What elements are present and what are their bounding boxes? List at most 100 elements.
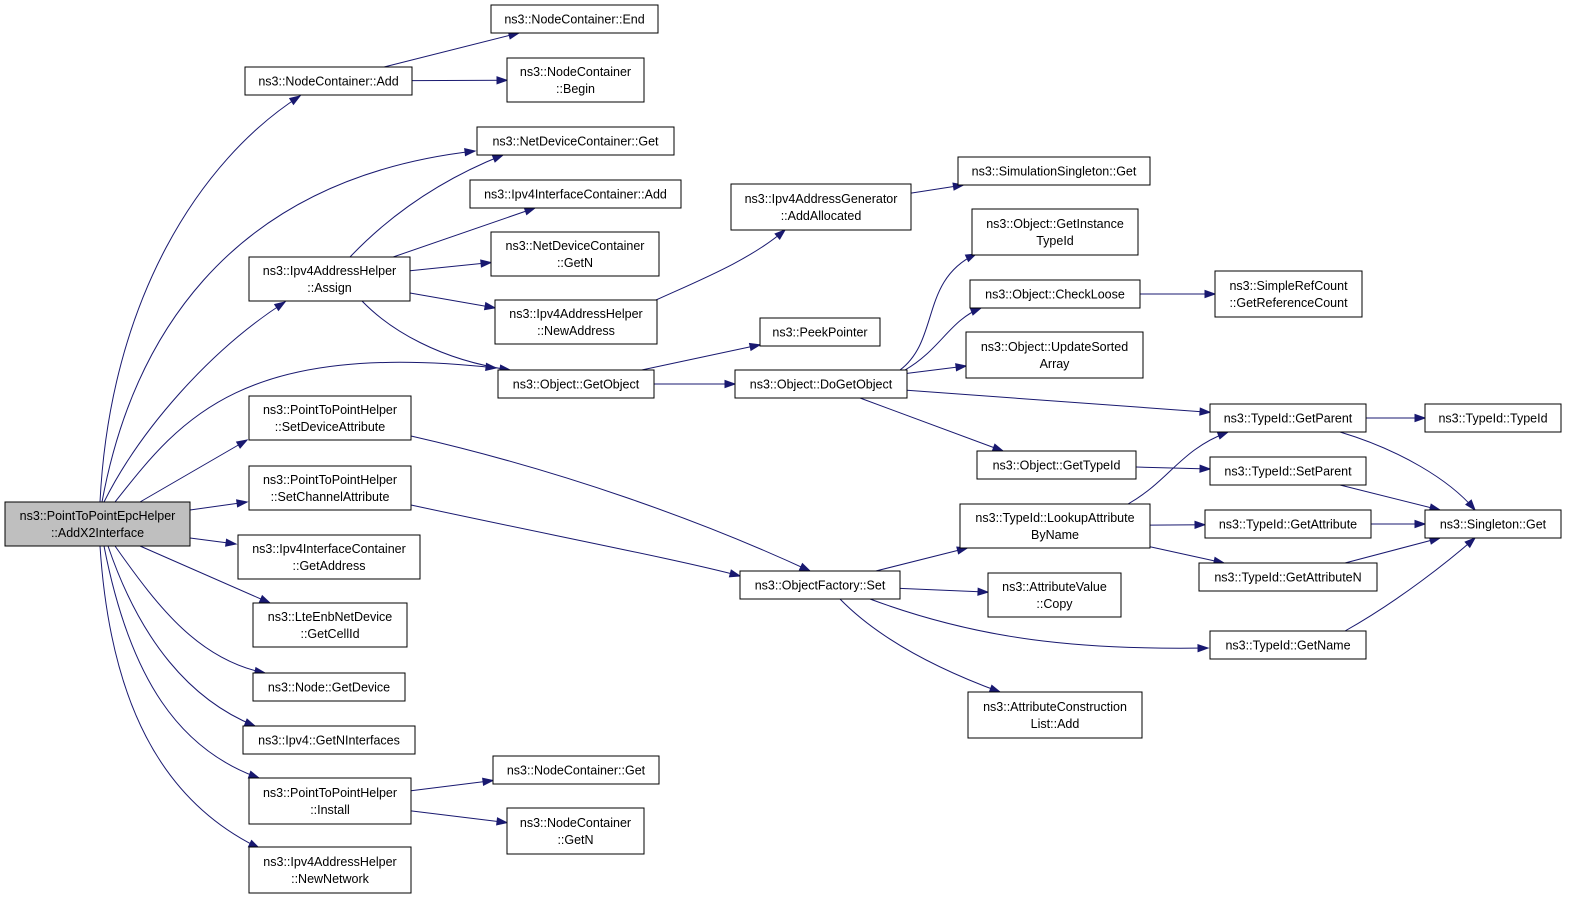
edge-obj_dogetobj-to-obj_check-arrowhead (969, 307, 983, 316)
node-box (490, 231, 660, 277)
node-root[interactable]: ns3::PointToPointEpcHelper::AddX2Interfa… (4, 501, 191, 547)
node-label-line: ns3::Object::DoGetObject (750, 378, 893, 392)
edge-obj_dogetobj-to-obj_update (906, 363, 968, 374)
node-iag_alloc[interactable]: ns3::Ipv4AddressGenerator::AddAllocated (730, 183, 912, 231)
node-p2p_install[interactable]: ns3::PointToPointHelper::Install (248, 777, 412, 825)
node-box (969, 279, 1141, 309)
node-nc_get[interactable]: ns3::NodeContainer::Get (492, 755, 660, 785)
edge-line (906, 389, 1211, 413)
node-nc_end[interactable]: ns3::NodeContainer::End (490, 4, 659, 34)
edge-tid_getparent-to-singleton_get (1339, 431, 1476, 512)
node-p2p_setchan[interactable]: ns3::PointToPointHelper::SetChannelAttri… (248, 465, 412, 511)
node-src_getref[interactable]: ns3::SimpleRefCount::GetReferenceCount (1214, 270, 1363, 318)
edge-p2p_install-to-nc_get (410, 777, 495, 792)
node-label-line: ::AddX2Interface (51, 526, 144, 540)
node-tid_setparent[interactable]: ns3::TypeId::SetParent (1209, 456, 1367, 486)
node-label-line: ns3::Object::GetTypeId (993, 459, 1121, 473)
edge-of_set-to-av_copy-arrowhead (977, 587, 990, 596)
edge-tid_lookup-to-tid_getparent-arrowhead (1216, 431, 1230, 440)
edge-nc_add-to-nc_end (383, 31, 521, 68)
node-box (1214, 270, 1363, 318)
edge-tid_getname-to-singleton_get (1344, 537, 1477, 632)
edge-line (869, 598, 1209, 649)
edge-iah_newaddr-to-iag_alloc (655, 229, 787, 301)
edge-tid_lookup-to-tid_getattrn (1149, 546, 1226, 565)
edge-obj_dogetobj-to-obj_gettid-arrowhead (991, 443, 1005, 452)
node-box (1209, 456, 1367, 486)
edge-root-to-ipv4_getn (107, 545, 257, 727)
node-label-line: ns3::TypeId::TypeId (1438, 412, 1547, 426)
node-box (469, 179, 682, 209)
node-label-line: ns3::TypeId::GetAttributeN (1214, 571, 1361, 585)
edge-root-to-lte_cellid-arrowhead (258, 594, 272, 604)
node-box (987, 572, 1122, 618)
node-iah_assign[interactable]: ns3::Ipv4AddressHelper::Assign (248, 256, 411, 302)
node-box (739, 570, 901, 600)
edge-iah_assign-to-ndc_get (349, 154, 505, 258)
node-iah_newnet[interactable]: ns3::Ipv4AddressHelper::NewNetwork (248, 846, 412, 894)
node-tid_getparent[interactable]: ns3::TypeId::GetParent (1209, 403, 1367, 433)
node-label-line: ns3::Singleton::Get (1440, 518, 1547, 532)
edge-line (103, 301, 286, 503)
edge-obj_dogetobj-to-obj_getinst-arrowhead (964, 253, 978, 263)
edge-tid_getattr-to-singleton_get-arrowhead (1414, 519, 1427, 529)
node-node_getdev[interactable]: ns3::Node::GetDevice (252, 672, 406, 702)
edge-p2p_install-to-nc_get-arrowhead (482, 777, 495, 786)
node-label-line: ns3::PointToPointEpcHelper (20, 509, 176, 523)
edge-obj_dogetobj-to-obj_getinst (899, 253, 978, 371)
node-nc_add[interactable]: ns3::NodeContainer::Add (244, 66, 413, 96)
node-tid_getname[interactable]: ns3::TypeId::GetName (1209, 630, 1367, 660)
node-iic_add[interactable]: ns3::Ipv4InterfaceContainer::Add (469, 179, 682, 209)
edge-of_set-to-tid_getname (869, 598, 1210, 653)
edge-line (139, 545, 271, 604)
node-av_copy[interactable]: ns3::AttributeValue::Copy (987, 572, 1122, 618)
node-box (1424, 509, 1562, 539)
node-box (1198, 562, 1378, 592)
node-ss_get[interactable]: ns3::SimulationSingleton::Get (957, 156, 1151, 186)
node-obj_getobj[interactable]: ns3::Object::GetObject (497, 369, 655, 399)
edge-p2p_setchan-to-of_set (410, 504, 742, 578)
node-tid_typeid[interactable]: ns3::TypeId::TypeId (1424, 403, 1562, 433)
edge-p2p_install-to-nc_getn-arrowhead (496, 817, 509, 826)
node-of_set[interactable]: ns3::ObjectFactory::Set (739, 570, 901, 600)
edge-iah_assign-to-ndc_getn (409, 259, 493, 272)
edge-of_set-to-tid_getname-arrowhead (1197, 643, 1210, 653)
node-ndc_getn[interactable]: ns3::NetDeviceContainer::GetN (490, 231, 660, 277)
node-box (248, 395, 412, 441)
node-p2p_setdev[interactable]: ns3::PointToPointHelper::SetDeviceAttrib… (248, 395, 412, 441)
node-tid_getattr[interactable]: ns3::TypeId::GetAttribute (1204, 509, 1372, 539)
node-label-line: ns3::Ipv4InterfaceContainer (252, 542, 406, 556)
node-lte_cellid[interactable]: ns3::LteEnbNetDevice::GetCellId (252, 602, 408, 648)
edge-iah_newaddr-to-iag_alloc-arrowhead (774, 229, 787, 241)
node-obj_dogetobj[interactable]: ns3::Object::DoGetObject (734, 369, 908, 399)
edge-root-to-iic_getaddr (189, 537, 238, 547)
node-nc_getn[interactable]: ns3::NodeContainer::GetN (506, 807, 645, 855)
node-tid_getattrn[interactable]: ns3::TypeId::GetAttributeN (1198, 562, 1378, 592)
node-label-line: ::Install (310, 803, 350, 817)
node-ndc_get[interactable]: ns3::NetDeviceContainer::Get (476, 126, 675, 156)
node-iic_getaddr[interactable]: ns3::Ipv4InterfaceContainer::GetAddress (237, 534, 421, 580)
node-label-line: ns3::Object::GetInstance (986, 217, 1124, 231)
node-peek[interactable]: ns3::PeekPointer (759, 317, 881, 347)
node-label-line: ns3::ObjectFactory::Set (755, 579, 886, 593)
edge-obj_dogetobj-to-tid_getparent (906, 389, 1212, 416)
edge-tid_getattr-to-singleton_get (1371, 519, 1427, 529)
node-iah_newaddr[interactable]: ns3::Ipv4AddressHelper::NewAddress (494, 299, 658, 345)
node-box (1424, 403, 1562, 433)
node-nc_begin[interactable]: ns3::NodeContainer::Begin (506, 57, 645, 103)
node-box (1209, 403, 1367, 433)
node-singleton_get[interactable]: ns3::Singleton::Get (1424, 509, 1562, 539)
node-ipv4_getn[interactable]: ns3::Ipv4::GetNInterfaces (242, 725, 416, 755)
edge-line (114, 361, 497, 503)
node-obj_check[interactable]: ns3::Object::CheckLoose (969, 279, 1141, 309)
node-obj_gettid[interactable]: ns3::Object::GetTypeId (976, 450, 1137, 480)
node-label-line: ns3::AttributeValue (1002, 580, 1107, 594)
edge-line (899, 253, 977, 371)
node-label-line: ns3::SimpleRefCount (1229, 279, 1348, 293)
edge-nc_add-to-nc_begin-arrowhead (496, 76, 509, 85)
edge-line (393, 207, 536, 258)
